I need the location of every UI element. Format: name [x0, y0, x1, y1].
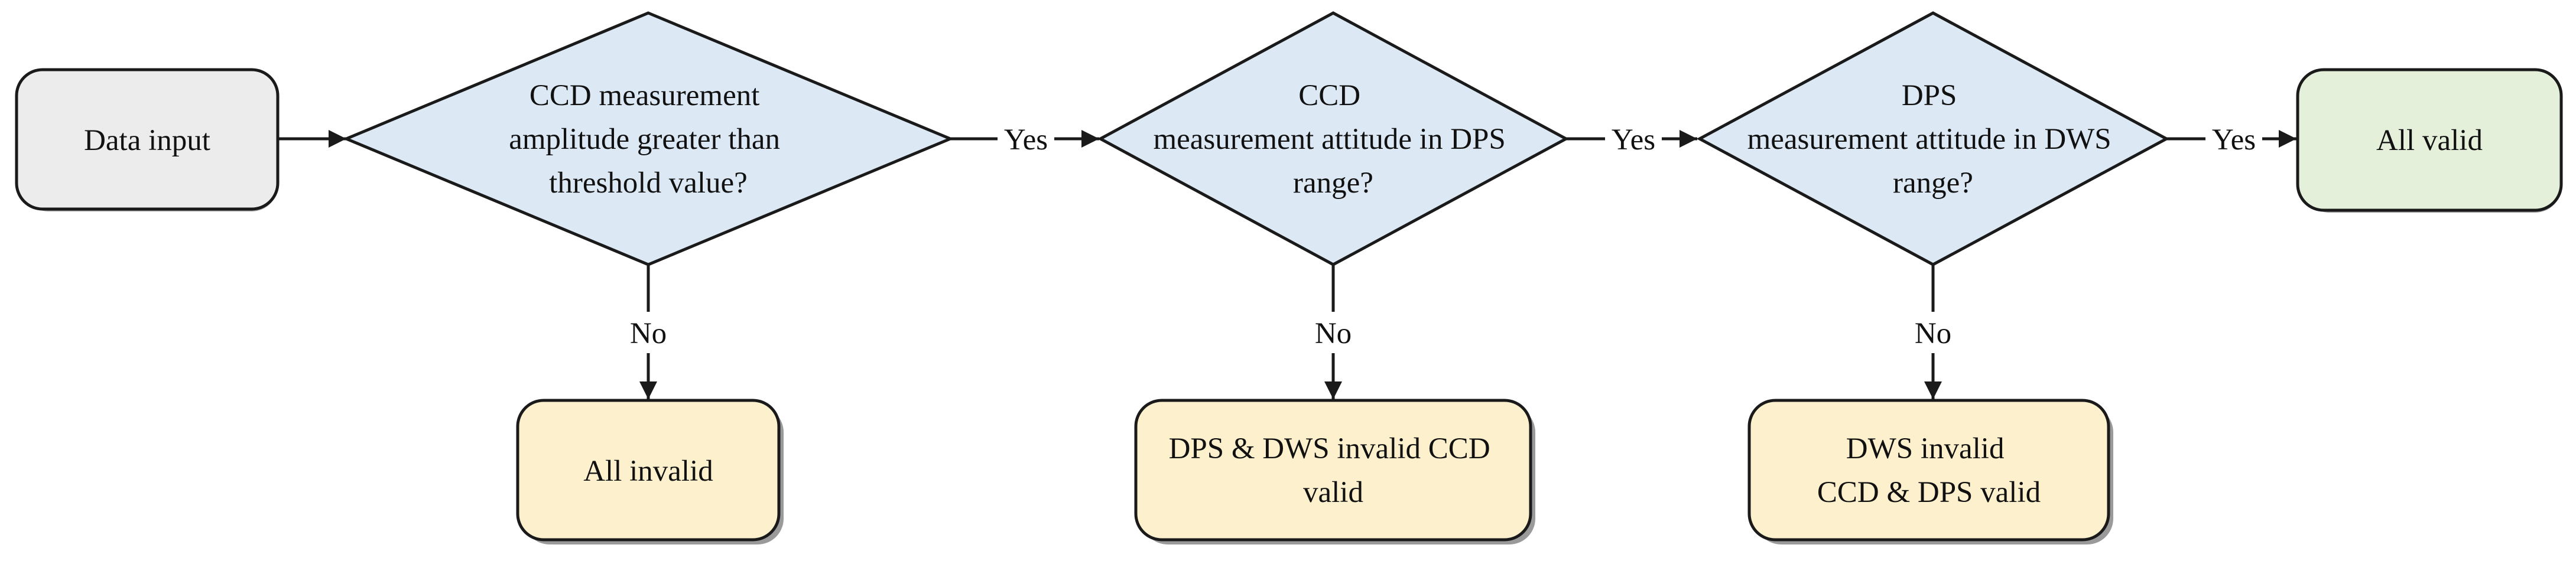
node-all-valid: All valid: [2296, 68, 2563, 213]
node-dps-dws-invalid-shape: [1134, 399, 1532, 542]
node-dps-dws-invalid-text: DPS & DWS invalid CCD valid: [1169, 432, 1498, 509]
decision-2-line-1: CCD: [1298, 79, 1360, 112]
node-all-invalid: All invalid: [516, 399, 784, 544]
node-dws-invalid-line-1: DWS invalid: [1846, 432, 2005, 465]
no-label-1: No: [630, 317, 667, 350]
no-label-2: No: [1315, 317, 1352, 350]
decision-1-line-3: threshold value?: [549, 167, 748, 200]
node-all-valid-line-1: All valid: [2376, 124, 2483, 157]
edge-decision-2-yes: Yes: [1566, 118, 1697, 159]
yes-label-3: Yes: [2212, 123, 2256, 156]
yes-label-1: Yes: [1004, 123, 1048, 156]
node-all-invalid-shape: [516, 399, 781, 542]
edge-decision-1-yes: Yes: [950, 118, 1099, 159]
yes-label-2: Yes: [1612, 123, 1655, 156]
node-dws-invalid-line-2: CCD & DPS valid: [1817, 476, 2041, 509]
node-data-input-shape: [15, 68, 280, 211]
no-label-3: No: [1915, 317, 1951, 350]
decision-3-shape: [1696, 11, 2170, 266]
node-dps-dws-invalid-line-2: valid: [1303, 476, 1363, 509]
decision-amplitude-threshold: CCD measurement amplitude greater than t…: [342, 11, 954, 266]
decision-1-line-2: amplitude greater than: [509, 123, 780, 156]
decision-3-line-2: measurement attitude in DWS: [1747, 123, 2112, 156]
decision-3-line-3: range?: [1893, 167, 1973, 200]
edge-decision-2-no: No: [1305, 265, 1361, 399]
node-all-valid-shape: [2296, 68, 2563, 212]
decision-ccd-attitude-dps: CCD measurement attitude in DPS range?: [1097, 11, 1570, 266]
decision-1-line-1: CCD measurement: [530, 79, 760, 112]
node-all-valid-text: All valid: [2376, 124, 2483, 157]
node-data-input: Data input: [15, 68, 280, 211]
decision-1-text: CCD measurement amplitude greater than t…: [509, 79, 788, 200]
edge-decision-1-no: No: [621, 265, 676, 399]
node-dps-dws-invalid: DPS & DWS invalid CCD valid: [1134, 399, 1535, 544]
node-all-invalid-line-1: All invalid: [583, 455, 713, 488]
edge-decision-3-yes: Yes: [2166, 118, 2296, 159]
node-dps-dws-invalid-line-1: DPS & DWS invalid CCD: [1169, 432, 1490, 465]
decision-dps-attitude-dws: DPS measurement attitude in DWS range?: [1696, 11, 2170, 266]
node-data-input-text: Data input: [84, 124, 210, 157]
node-dws-invalid-text: DWS invalid CCD & DPS valid: [1817, 432, 2041, 509]
edge-decision-3-no: No: [1905, 265, 1961, 399]
decision-3-text: DPS measurement attitude in DWS range?: [1747, 79, 2119, 200]
decision-2-line-2: measurement attitude in DPS: [1153, 123, 1505, 156]
node-all-invalid-text: All invalid: [583, 455, 713, 488]
node-data-input-line-1: Data input: [84, 124, 210, 157]
decision-3-line-1: DPS: [1902, 79, 1957, 112]
decision-2-shape: [1097, 11, 1570, 266]
decision-2-line-3: range?: [1293, 167, 1373, 200]
node-dws-invalid-shape: [1747, 399, 2110, 542]
node-dws-invalid: DWS invalid CCD & DPS valid: [1747, 399, 2113, 544]
decision-1-shape: [342, 11, 954, 266]
decision-2-text: CCD measurement attitude in DPS range?: [1153, 79, 1513, 200]
